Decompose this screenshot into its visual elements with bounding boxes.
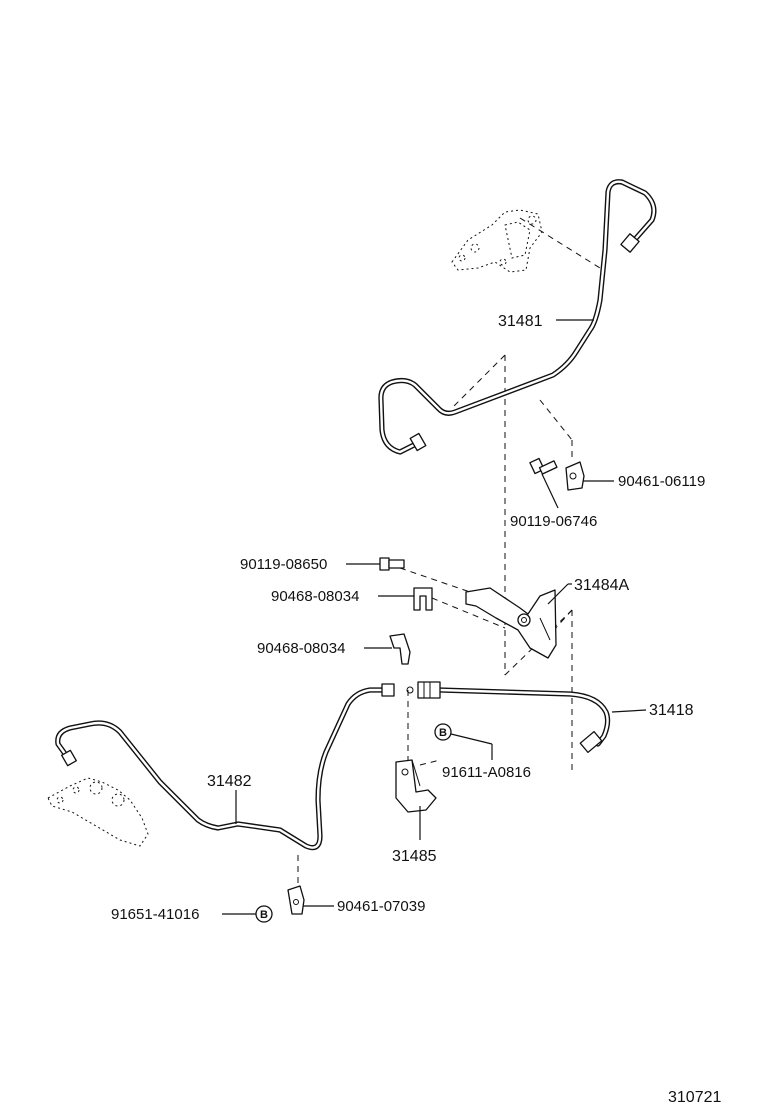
label-31482: 31482: [207, 773, 252, 790]
svg-text:B: B: [260, 909, 268, 921]
clip-90461-06119: [565, 461, 585, 491]
master-cylinder-outline: [451, 209, 543, 273]
label-91651-41016: 91651-41016: [111, 906, 199, 923]
bracket-31484A: [465, 587, 557, 659]
label-91611-A0816: 91611-A0816: [442, 764, 531, 781]
svg-text:B: B: [439, 727, 447, 739]
valve-body-outline: [47, 777, 149, 847]
marker-b-91651: B: [255, 905, 273, 923]
pipe-31482: [55, 683, 395, 851]
leader-90119-06746: [541, 473, 559, 509]
label-31485: 31485: [392, 848, 437, 865]
bolt-90119-06746: [529, 457, 558, 475]
leader-91611-A0816: [450, 733, 493, 745]
bolt-90119-08650: [379, 557, 405, 571]
label-31418: 31418: [649, 702, 694, 719]
leader-31418: [611, 709, 647, 713]
label-90119-08650: 90119-08650: [240, 556, 327, 573]
marker-b-91611: B: [434, 723, 452, 741]
clip-90461-07039: [287, 885, 305, 915]
label-31484A: 31484A: [574, 577, 629, 594]
label-90119-06746: 90119-06746: [510, 513, 597, 530]
clip-90468-08034-b: [389, 633, 411, 665]
guide-lines: [297, 217, 601, 890]
label-90461-06119: 90461-06119: [618, 473, 705, 490]
clip-90468-08034-a: [413, 587, 433, 611]
diagram-reference-number: 310721: [668, 1089, 721, 1106]
pipe-31481: [378, 179, 657, 455]
leader-31484A: [547, 583, 569, 605]
label-90468-08034-b: 90468-08034: [257, 640, 345, 657]
hose-31418: [406, 681, 611, 754]
label-90461-07039: 90461-07039: [337, 898, 425, 915]
label-31481: 31481: [498, 313, 543, 330]
label-90468-08034-a: 90468-08034: [271, 588, 359, 605]
bracket-31485: [395, 759, 437, 813]
